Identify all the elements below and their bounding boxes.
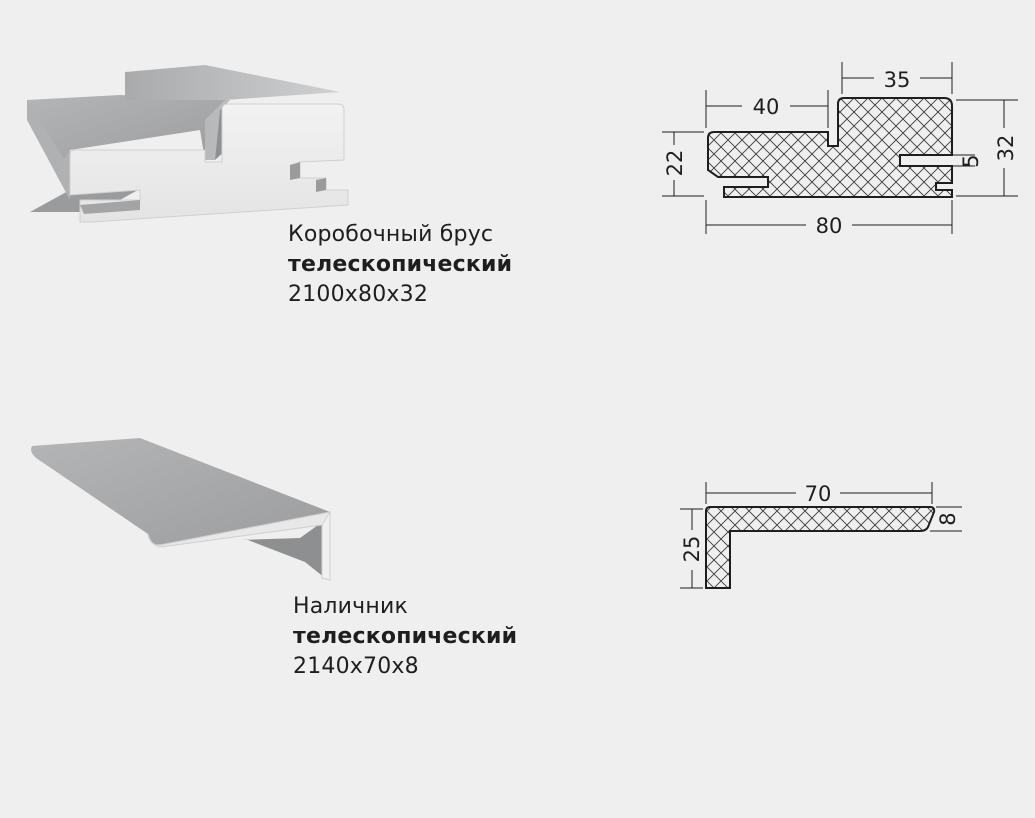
dim-casing-thickness: 8 — [936, 512, 960, 525]
frame-beam-left-top — [27, 95, 230, 160]
frame-beam-dimensions — [662, 62, 1018, 234]
dim-casing-width: 70 — [805, 482, 832, 506]
casing-label: Наличник телескопический 2140x70x8 — [293, 592, 517, 682]
frame-beam-dimension-labels: 40 35 80 22 32 5 — [663, 68, 1018, 238]
casing-underside — [240, 520, 325, 578]
casing-name: Наличник — [293, 594, 408, 619]
frame-beam-size: 2100x80x32 — [288, 282, 429, 307]
frame-beam-name: Коробочный брус — [288, 222, 494, 247]
casing-3d — [31, 438, 331, 581]
casing-type: телескопический — [293, 624, 518, 649]
casing-top-face — [31, 438, 330, 545]
dim-top-left: 40 — [753, 95, 780, 119]
dim-top-right: 35 — [884, 68, 911, 92]
frame-beam-profile — [707, 97, 953, 198]
dim-left-height: 22 — [663, 150, 687, 177]
frame-beam-right-top — [125, 65, 340, 160]
frame-beam-label: Коробочный брус телескопический 2100x80x… — [288, 220, 512, 310]
dim-slot: 5 — [959, 154, 983, 167]
frame-beam-3d — [27, 65, 349, 223]
dim-width: 80 — [816, 214, 843, 238]
dim-height: 32 — [994, 135, 1018, 162]
frame-beam-section — [707, 97, 953, 198]
casing-size: 2140x70x8 — [293, 654, 419, 679]
casing-dimensions — [680, 482, 962, 589]
casing-section — [705, 506, 936, 589]
frame-beam-type: телескопический — [288, 252, 513, 277]
casing-dimension-labels: 70 25 8 — [680, 482, 960, 562]
casing-profile — [705, 506, 936, 589]
frame-beam-front-face — [69, 103, 349, 223]
dim-casing-height: 25 — [680, 536, 704, 563]
